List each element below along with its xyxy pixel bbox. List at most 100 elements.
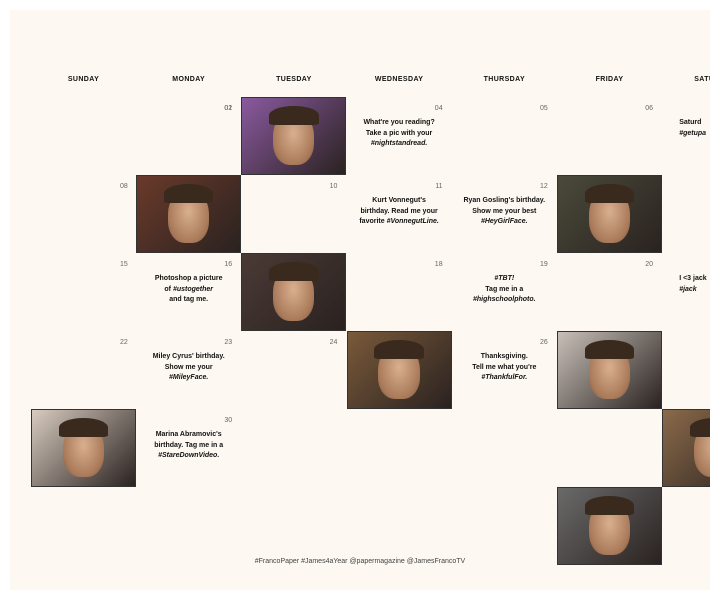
hair-image: [584, 339, 635, 359]
prompt-hashtag-line: of #ustogether: [136, 285, 241, 296]
day-number: 11: [435, 183, 443, 190]
day-number: 26: [540, 339, 548, 346]
prompt-line: birthday. Read me your: [360, 207, 438, 215]
day-number: 19: [540, 261, 548, 268]
selfie-photo[interactable]: [557, 487, 662, 565]
selfie-photo[interactable]: [557, 175, 662, 253]
day-number: 08: [120, 183, 128, 190]
hair-image: [163, 183, 214, 203]
hashtag-link[interactable]: #VonnegutLine.: [386, 218, 439, 225]
prompt-hashtag[interactable]: #TBT!: [452, 274, 557, 285]
selfie-photo[interactable]: [346, 331, 452, 409]
calendar-day-cell: 10: [241, 175, 346, 253]
calendar-day-cell: 15: [31, 253, 136, 331]
prompt-hashtag-line: #ThankfulFor.: [452, 373, 557, 384]
day-number: 15: [120, 261, 128, 268]
calendar-day-cell: 22: [31, 331, 136, 409]
day-number: 23: [224, 339, 233, 346]
prompt-hashtag-line: #StareDownVideo.: [136, 451, 241, 462]
prompt-prefix: favorite: [359, 218, 387, 225]
day-number: 02: [224, 105, 233, 112]
hashtag-link[interactable]: #ThankfulFor.: [481, 374, 528, 381]
prompt-line: Tell me what you're: [472, 363, 537, 371]
hashtag-link[interactable]: #jack: [679, 285, 697, 293]
prompt-hashtag-line: #highschoolphoto.: [452, 295, 557, 306]
hair-image: [269, 261, 319, 281]
day-number: 20: [645, 261, 653, 268]
selfie-photo[interactable]: [241, 253, 347, 331]
prompt-hashtag-line: favorite #VonnegutLine.: [347, 217, 452, 228]
calendar-day-cell: 08: [31, 175, 136, 253]
prompt-prefix: of: [164, 285, 173, 293]
day-number: 06: [645, 105, 653, 112]
weekday-sunday: SUNDAY: [67, 76, 100, 83]
hair-image: [584, 183, 635, 203]
day-prompt: Thanksgiving. Tell me what you're #Thankfu…: [452, 352, 557, 384]
hashtag-link[interactable]: #StareDownVideo.: [158, 452, 220, 459]
weekday-saturday: SATURDAY: [694, 76, 710, 83]
prompt-line: Thanksgiving.: [480, 353, 528, 360]
hair-image: [269, 105, 319, 125]
day-number: 04: [434, 105, 443, 112]
prompt-line: Take a pic with your: [365, 129, 433, 137]
prompt-line: Marina Abramovic's: [155, 431, 222, 438]
hashtag-link[interactable]: #HeyGirlFace.: [480, 218, 528, 225]
prompt-line: Saturd: [679, 119, 702, 126]
face-image: [694, 423, 710, 477]
prompt-line: Kurt Vonnegut's: [372, 197, 426, 204]
selfie-photo[interactable]: [136, 175, 242, 253]
prompt-line: birthday. Tag me in a: [154, 441, 224, 449]
hair-image: [374, 339, 424, 359]
prompt-line: What're you reading?: [363, 119, 435, 126]
day-number: 16: [224, 261, 233, 268]
selfie-photo[interactable]: [557, 331, 662, 409]
prompt-line: Show me your best: [472, 207, 537, 215]
prompt-hashtag-line: #MileyFace.: [136, 373, 241, 384]
hashtag-link[interactable]: #ustogether: [172, 285, 213, 293]
calendar-day-cell: 20: [557, 253, 662, 331]
weekday-wednesday: WEDNESDAY: [374, 76, 424, 83]
weekday-tuesday: TUESDAY: [276, 76, 312, 83]
day-number: 12: [540, 183, 548, 190]
hashtag-link[interactable]: #getupa: [679, 129, 707, 137]
hair-image: [58, 417, 109, 437]
hashtag-link[interactable]: #highschoolphoto.: [472, 296, 536, 303]
prompt-hashtag-line: #nightstandread.: [347, 139, 452, 150]
day-prompt: Miley Cyrus' birthday.Show me your#Miley…: [136, 352, 241, 384]
hashtag-link[interactable]: #MileyFace.: [169, 374, 209, 381]
calendar-day-cell: 06: [557, 97, 662, 175]
selfie-photo[interactable]: [662, 409, 710, 487]
selfie-photo[interactable]: [241, 97, 347, 175]
calendar-day-cell: I <3 jack#jack: [662, 253, 710, 331]
hair-image: [584, 495, 635, 515]
prompt-line: Tag me in a: [485, 285, 524, 293]
prompt-hashtag-line: #getupa: [679, 129, 710, 140]
day-number: 10: [329, 183, 338, 190]
hair-image: [689, 417, 710, 437]
calendar-day-cell: 24: [241, 331, 346, 409]
weekday-thursday: THURSDAY: [483, 76, 526, 83]
day-number: 01: [224, 105, 233, 112]
prompt-line: Ryan Gosling's birthday.: [463, 197, 546, 204]
footer-hashtags: #FrancoPaper #James4aYear @papermagazine…: [254, 558, 466, 565]
day-prompt: What're you reading? Take a pic with your…: [347, 118, 452, 150]
prompt-hashtag-line: #jack: [679, 285, 710, 296]
prompt-line: Show me your: [164, 363, 213, 371]
hashtag-link[interactable]: #nightstandread.: [370, 140, 428, 147]
day-number: 22: [120, 339, 128, 346]
selfie-photo[interactable]: [31, 409, 136, 487]
day-number: 05: [540, 105, 548, 112]
day-prompt: Ryan Gosling's birthday. Show me your bes…: [452, 196, 557, 228]
day-prompt: #TBT! Tag me in a #highschoolphoto.: [452, 274, 557, 306]
hashtag-text[interactable]: #TBT!: [494, 275, 515, 282]
day-prompt: Saturd #getupa: [679, 118, 710, 139]
calendar-day-cell: 02: [136, 97, 241, 175]
